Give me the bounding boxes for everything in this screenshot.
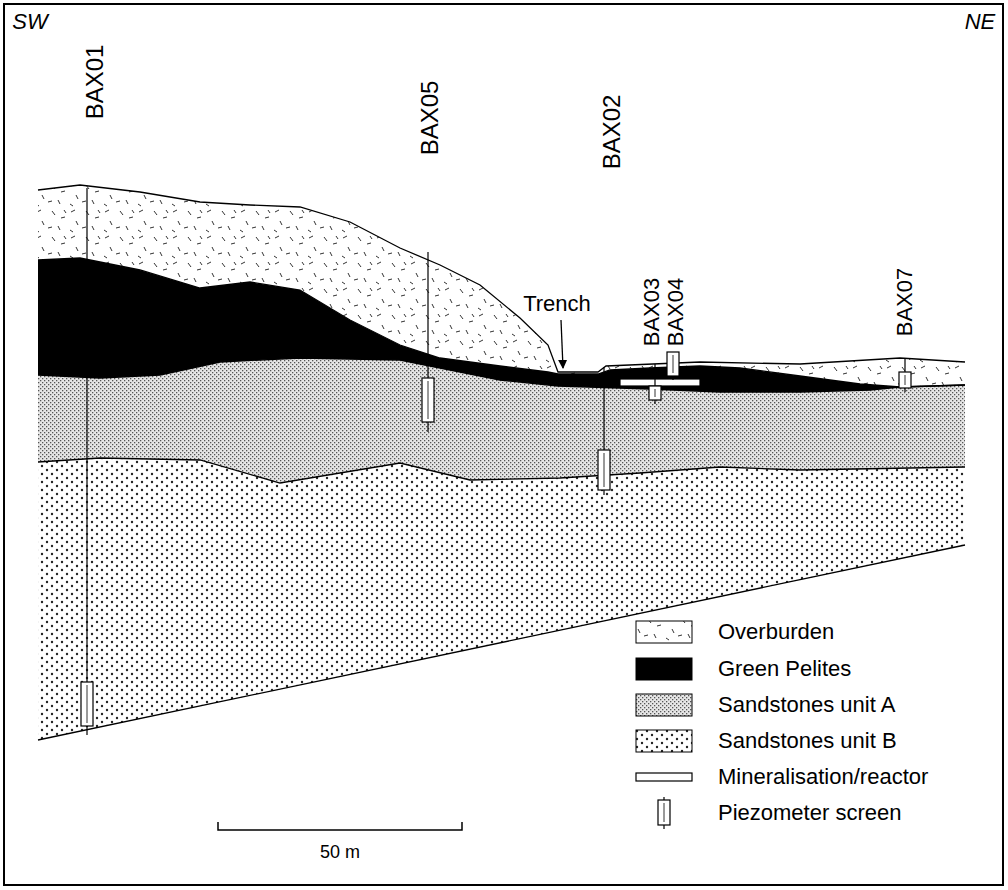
legend-entry: Green Pelites: [630, 653, 990, 685]
feature-label: Trench: [520, 292, 594, 316]
borehole-label: BAX03: [641, 278, 663, 347]
screen-slot: [655, 389, 656, 397]
legend-text: Sandstones unit B: [718, 730, 897, 752]
legend-text: Sandstones unit A: [718, 694, 895, 716]
legend-text: Mineralisation/reactor: [718, 766, 928, 788]
screen-slot: [664, 803, 665, 822]
boundary-line: [38, 545, 965, 740]
legend-swatch: [630, 761, 700, 793]
screen-slot: [604, 453, 605, 487]
scale-label: 50 m: [320, 843, 360, 861]
borehole-label: BAX01: [83, 45, 107, 120]
screen-slot: [87, 685, 88, 723]
scale-bar: [218, 822, 462, 830]
swatch-fill: [636, 658, 692, 680]
screen-slot: [905, 375, 906, 385]
piezometer-symbol: [658, 800, 670, 825]
mineralisation-symbol: [636, 773, 692, 781]
boundary-line: [38, 458, 965, 483]
boundary-line: [38, 258, 965, 387]
borehole-label: BAX07: [894, 268, 916, 337]
swatch-fill: [636, 621, 692, 643]
legend-swatch: [630, 689, 700, 721]
borehole-label: BAX02: [600, 95, 624, 170]
boundary-line: [38, 185, 965, 372]
legend-swatch: [630, 797, 700, 829]
compass-label: NE: [965, 11, 996, 33]
piezometer-screen: [598, 450, 610, 490]
boundary-line: [38, 358, 965, 392]
legend-swatch: [630, 725, 700, 757]
screen-slot: [673, 355, 674, 373]
legend-text: Green Pelites: [718, 658, 851, 680]
borehole-line: [86, 188, 87, 735]
screen-slot: [428, 381, 429, 419]
swatch-fill: [636, 694, 692, 716]
legend-entry: Overburden: [630, 616, 990, 648]
piezometer-screen: [649, 386, 661, 400]
compass-label: SW: [12, 11, 47, 33]
legend-text: Piezometer screen: [718, 802, 901, 824]
borehole-label: BAX05: [418, 81, 442, 156]
piezometer-screen: [899, 372, 911, 388]
piezometer-screen: [422, 378, 434, 422]
legend-entry: Sandstones unit B: [630, 725, 990, 757]
legend-entry: Mineralisation/reactor: [630, 761, 990, 793]
frame: [4, 4, 1003, 885]
legend-swatch: [630, 616, 700, 648]
legend-text: Overburden: [718, 621, 834, 643]
legend-entry: Piezometer screen: [630, 797, 990, 829]
overburden-region: [38, 185, 965, 387]
piezometer-screen: [667, 352, 679, 376]
mineralisation-reactor: [620, 379, 700, 386]
legend-entry: Sandstones unit A: [630, 689, 990, 721]
sandstone-b-region: [38, 458, 965, 740]
piezometer-screen: [81, 682, 93, 726]
swatch-fill: [636, 730, 692, 752]
borehole-label: BAX04: [665, 278, 687, 347]
trench-arrow: [561, 320, 563, 368]
legend-swatch: [630, 653, 700, 685]
